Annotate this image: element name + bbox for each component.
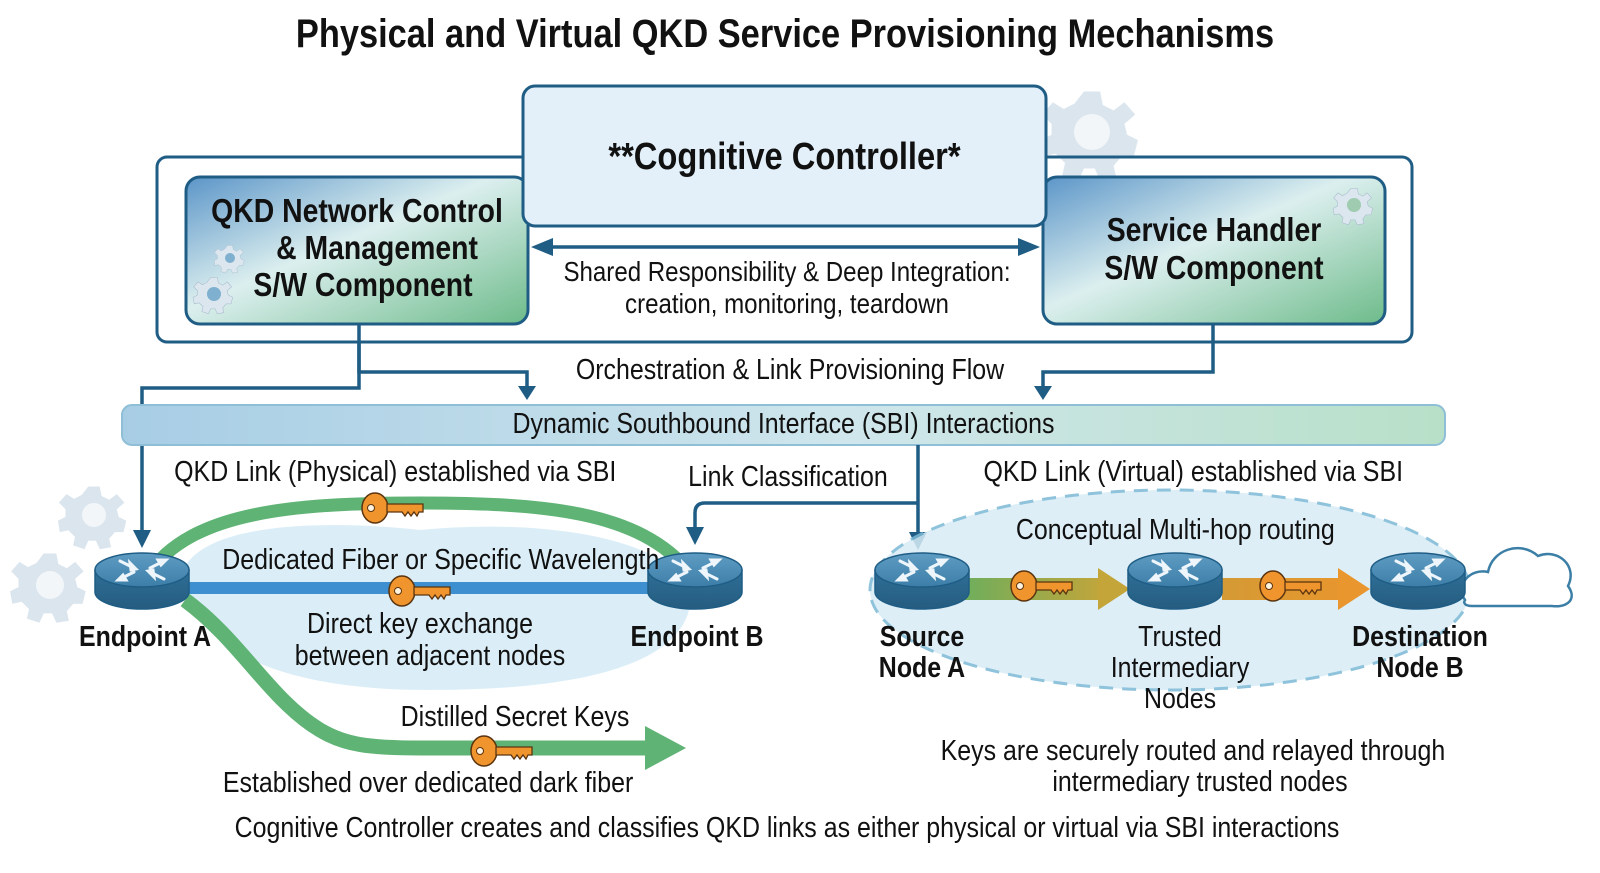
virtual-link-heading: QKD Link (Virtual) established via SBI (983, 456, 1404, 488)
endpoint-b-label: Endpoint B (630, 621, 764, 653)
router-icon-endpoint-a (93, 551, 191, 611)
relay-description-line-2: intermediary trusted nodes (1052, 766, 1348, 798)
qkd-network-box-bg (184, 175, 530, 326)
multihop-label: Conceptual Multi-hop routing (1015, 514, 1335, 546)
sbi-bar-label: Dynamic Southbound Interface (SBI) Inter… (512, 408, 1055, 440)
service-handler-line-2: S/W Component (1104, 249, 1324, 286)
direct-exchange-line-1: Direct key exchange (307, 608, 533, 640)
physical-link-zone (180, 525, 691, 690)
source-node-line-2: Node A (878, 652, 966, 684)
router-icon-trusted-node (1126, 551, 1224, 611)
router-icon-destination-node-b (1369, 551, 1467, 611)
direct-exchange-line-2: between adjacent nodes (294, 640, 566, 672)
relay-description-line-1: Keys are securely routed and relayed thr… (940, 735, 1446, 767)
source-node-line-1: Source (879, 621, 965, 653)
orchestration-arrow-right (1041, 324, 1215, 388)
orchestration-arrow-left (357, 324, 529, 388)
dark-fiber-label: Established over dedicated dark fiber (222, 767, 634, 799)
control-to-endpoint-a-arrow (140, 342, 361, 533)
classification-arrow-physical (693, 501, 918, 530)
qkd-network-line-2: & Management (276, 229, 478, 266)
router-icon-source-node-a (873, 551, 971, 611)
integration-line-1: Shared Responsibility & Deep Integration… (563, 256, 1011, 287)
distilled-keys-label: Distilled Secret Keys (400, 701, 630, 733)
qkd-network-component: QKD Network Control & Management S/W Com… (186, 177, 528, 324)
cognitive-controller-label: **Cognitive Controller* (608, 136, 961, 178)
cognitive-controller-box-bg (521, 84, 1048, 228)
destination-node-line-2: Node B (1376, 652, 1464, 684)
router-icon-endpoint-b (646, 551, 744, 611)
service-handler-line-1: Service Handler (1106, 211, 1322, 248)
trusted-node-line-2: Intermediary (1110, 652, 1250, 684)
service-handler-component: Service Handler S/W Component (1043, 177, 1385, 324)
sbi-bar-bg (121, 404, 1446, 446)
link-classification-label: Link Classification (688, 461, 888, 493)
page-title: Physical and Virtual QKD Service Provisi… (295, 12, 1275, 56)
trusted-node-line-1: Trusted (1138, 621, 1222, 653)
cloud-icon (1460, 546, 1573, 608)
fiber-label: Dedicated Fiber or Specific Wavelength (222, 544, 660, 576)
physical-link-heading: QKD Link (Physical) established via SBI (174, 456, 617, 488)
trusted-node-line-3: Nodes (1143, 683, 1217, 715)
physical-fiber-arc (142, 496, 696, 579)
qkd-network-line-3: S/W Component (253, 266, 473, 303)
destination-node-line-1: Destination (1352, 621, 1488, 653)
qkd-network-line-1: QKD Network Control (211, 192, 503, 229)
distilled-keys-arrow (180, 593, 650, 756)
footer-caption: Cognitive Controller creates and classif… (234, 812, 1340, 844)
endpoint-a-label: Endpoint A (78, 621, 212, 653)
integration-line-2: creation, monitoring, teardown (625, 288, 949, 319)
orchestration-flow-label: Orchestration & Link Provisioning Flow (575, 354, 1005, 386)
